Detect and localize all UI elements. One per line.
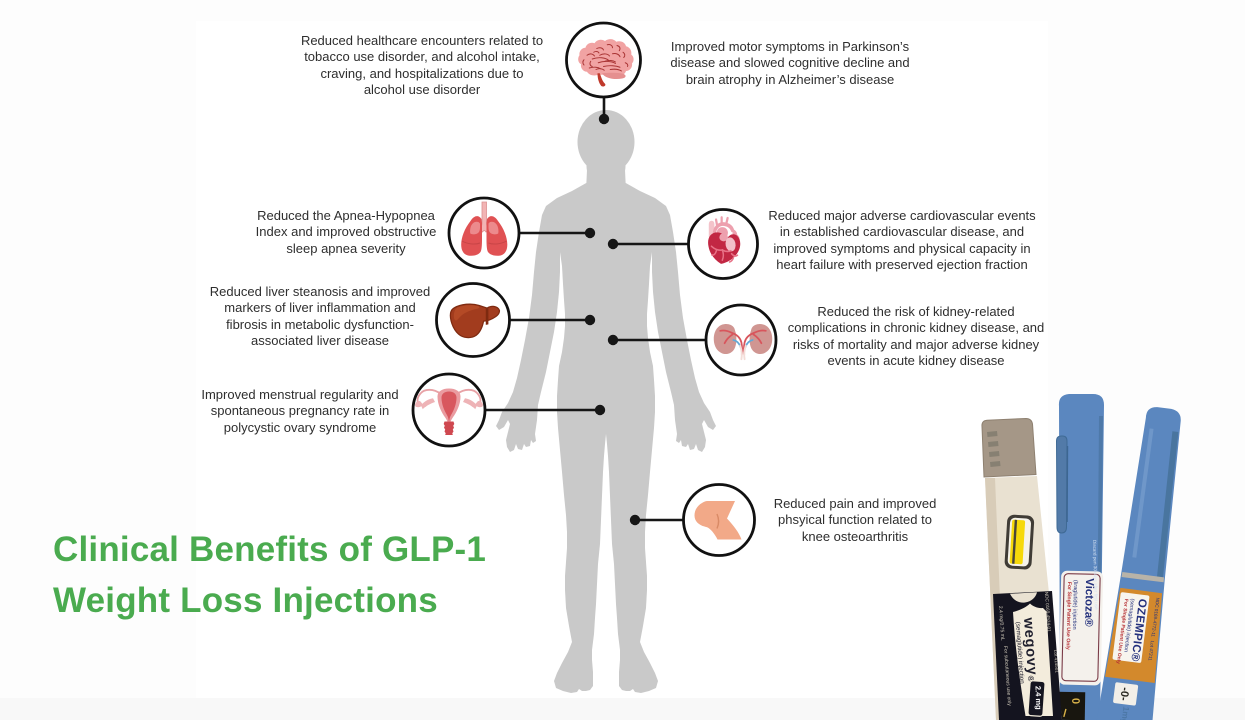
svg-text:(liraglutide) injection: (liraglutide) injection (1071, 580, 1078, 630)
svg-text:NDC 0169-4524-01: NDC 0169-4524-01 (1044, 592, 1052, 633)
svg-text:(semaglutide) injection: (semaglutide) injection (1014, 622, 1025, 685)
svg-text:0: 0 (1069, 698, 1081, 704)
svg-text:For Single Patient Use Only: For Single Patient Use Only (1065, 582, 1073, 650)
svg-text:Victoza®: Victoza® (1082, 578, 1095, 627)
svg-text:Discard pen 30 days after firs: Discard pen 30 days after first use (1092, 540, 1099, 610)
svg-text:1mg: 1mg (1119, 706, 1131, 720)
svg-text:2.4 mg/0.75 mL: 2.4 mg/0.75 mL (997, 606, 1005, 641)
svg-text:2.4 mg: 2.4 mg (1034, 686, 1044, 710)
svg-text:Lot 414501: Lot 414501 (1053, 650, 1060, 674)
svg-text:wegovy®: wegovy® (1020, 616, 1041, 683)
svg-text:For subcutaneous use only: For subcutaneous use only (1002, 646, 1012, 707)
svg-text:-0-: -0- (1117, 687, 1131, 702)
